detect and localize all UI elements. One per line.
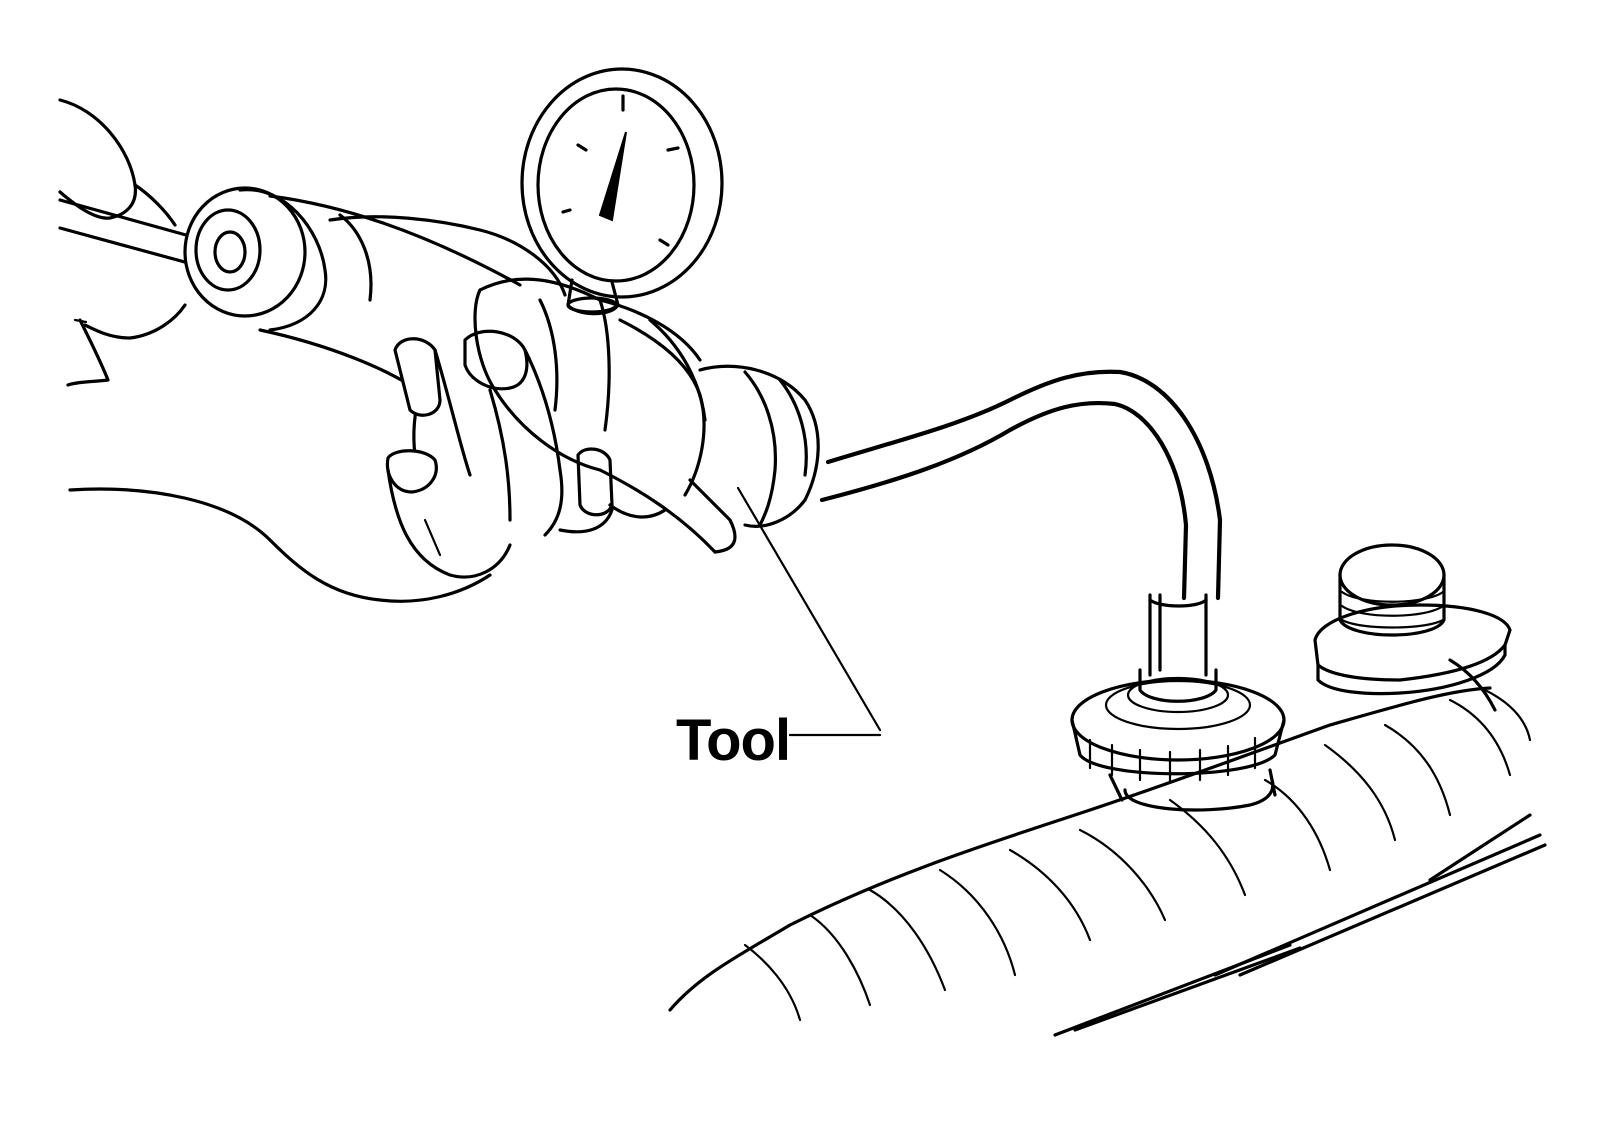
tester-valve-body — [473, 277, 820, 554]
hand-left — [58, 98, 187, 387]
pump-cylinder — [58, 186, 522, 394]
cap-adapter — [1070, 593, 1286, 784]
radiator-tank — [668, 686, 1547, 1037]
tool-callout-leader — [736, 486, 882, 737]
hand-right — [68, 215, 667, 603]
tester-hose — [819, 369, 1223, 601]
reserve-tank-cap — [1313, 543, 1512, 712]
pressure-gauge — [520, 67, 724, 316]
tool-callout-label: Tool — [676, 708, 791, 773]
